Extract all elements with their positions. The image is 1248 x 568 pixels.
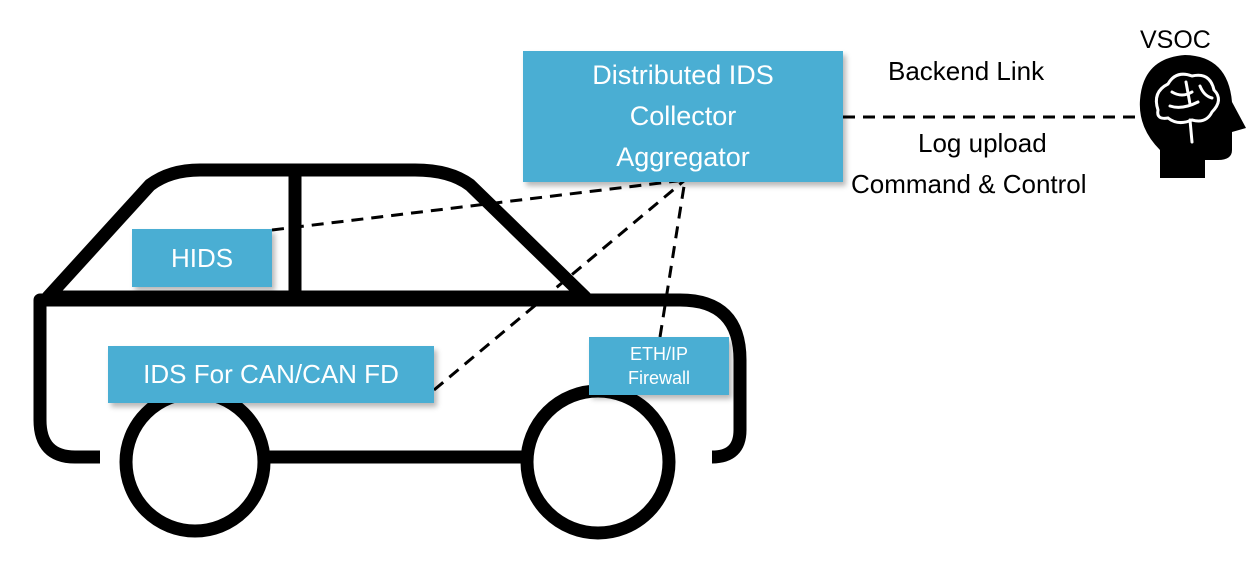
- eth-firewall-line-2: Firewall: [627, 368, 690, 388]
- can-ids-label: IDS For CAN/CAN FD: [143, 359, 399, 389]
- backend-link-label: Backend Link: [888, 56, 1045, 86]
- command-control-label: Command & Control: [851, 169, 1087, 199]
- aggregator-line-3: Aggregator: [616, 142, 750, 172]
- head-brain-icon: [1139, 55, 1246, 178]
- aggregator-line-2: Collector: [629, 101, 737, 131]
- can-ids-box: IDS For CAN/CAN FD: [108, 346, 434, 403]
- connector-can-ids: [433, 178, 686, 392]
- eth-firewall-box: ETH/IP Firewall: [589, 337, 729, 395]
- connector-lines: [271, 115, 1140, 392]
- connector-eth-firewall: [658, 179, 687, 338]
- aggregator-line-1: Distributed IDS: [592, 60, 774, 90]
- connector-hids: [271, 178, 686, 232]
- hids-label: HIDS: [170, 242, 234, 273]
- ids-aggregator-box: Distributed IDS Collector Aggregator: [523, 51, 843, 182]
- car-icon: [33, 163, 747, 540]
- vsoc-label: VSOC: [1140, 26, 1211, 54]
- eth-firewall-line-1: ETH/IP: [629, 344, 688, 364]
- log-upload-label: Log upload: [918, 128, 1047, 158]
- hids-box: HIDS: [132, 229, 272, 287]
